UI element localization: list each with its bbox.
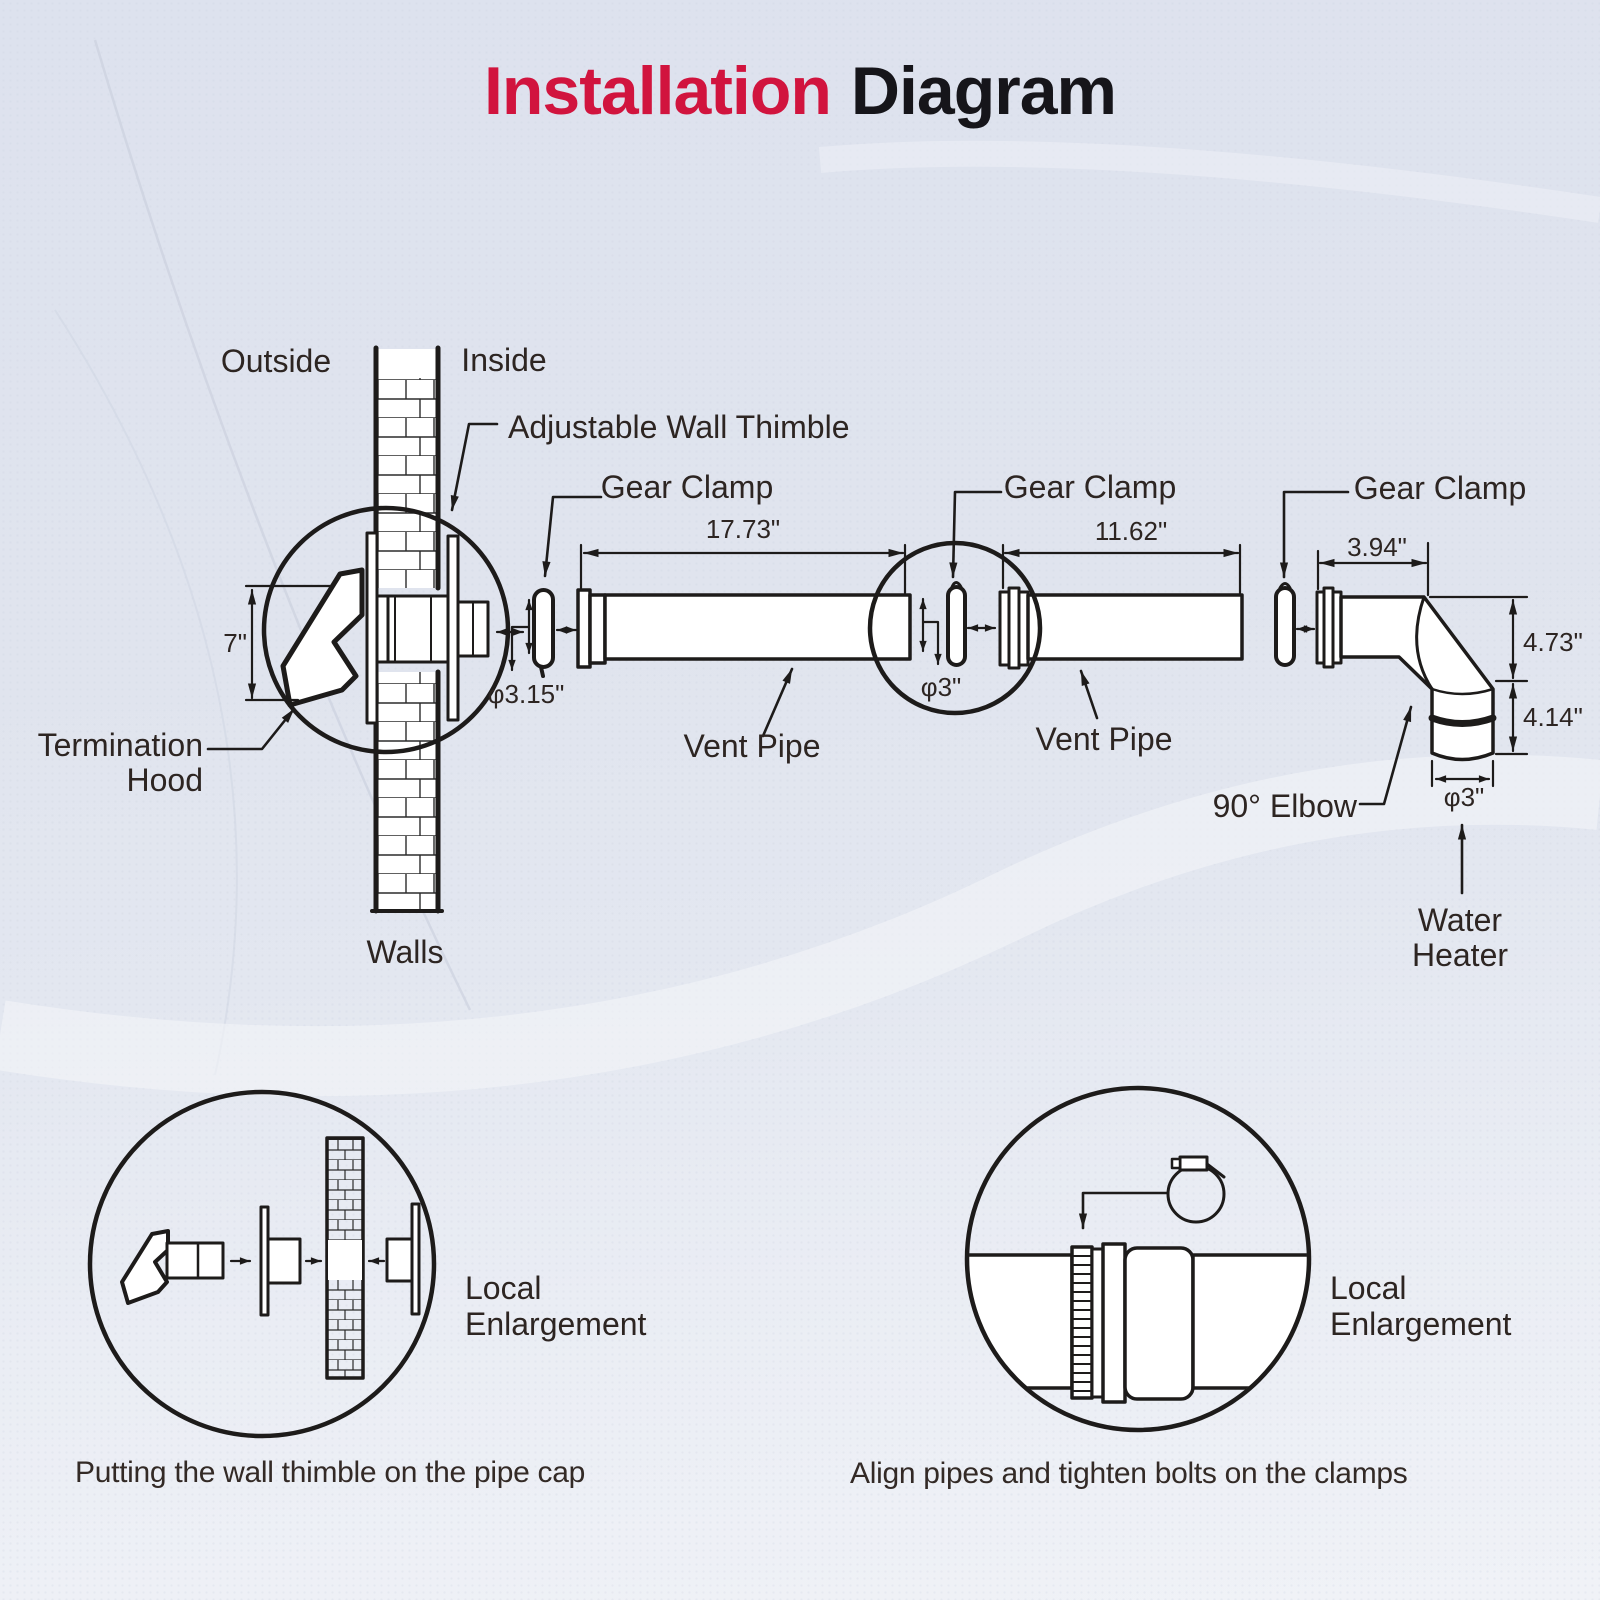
label-leader-lines [206,422,1467,895]
vent-pipe-label-2: Vent Pipe [1035,721,1173,757]
water-heater-label: Water Heater [1411,902,1509,973]
vent-pipe-1-drawing [576,588,912,669]
vent-pipe-label-1: Vent Pipe [683,728,821,764]
gear-clamp-icon [1166,1155,1226,1224]
walls-label: Walls [366,934,444,970]
caption-right: Align pipes and tighten bolts on the cla… [850,1457,1408,1490]
elbow-90-drawing [1315,586,1497,762]
elbow-outlet-diameter-dimension: φ3" [1443,782,1485,812]
detail-left-drawing [87,1089,437,1439]
caption-left: Putting the wall thimble on the pipe cap [75,1456,585,1489]
termination-hood-drawing [280,567,365,708]
adjustable-wall-thimble-label: Adjustable Wall Thimble [508,409,850,445]
local-enlargement-label-right: Local Enlargement [1330,1270,1512,1342]
pipe-diameter-dimension: φ3" [920,672,962,702]
wall-thimble-drawing [365,531,490,725]
hood-height-dimension: 7" [223,628,247,658]
gear-clamp-3-drawing [1274,582,1296,667]
elbow-lower-height-dimension: 4.14" [1523,702,1583,732]
title-word-diagram: Diagram [850,53,1117,129]
gear-clamp-label-2: Gear Clamp [1003,469,1177,505]
gear-clamp-2-drawing [946,581,967,667]
clamp-diameter-dimension: φ3.15" [487,679,565,709]
local-enlargement-label-left: Local Enlargement [465,1270,647,1342]
dimension-lines [244,541,1529,788]
termination-hood-label: Termination Hood [37,727,203,798]
elbow-width-dimension: 3.94" [1347,532,1407,562]
title-word-installation: Installation [483,53,832,129]
gear-clamp-1-drawing [532,588,555,678]
gear-clamp-label-1: Gear Clamp [600,469,774,505]
outside-label: Outside [220,343,332,379]
detail-right-drawing [964,1085,1312,1433]
pipe2-length-dimension: 11.62" [1094,516,1168,546]
vent-pipe-2-drawing [998,586,1244,670]
wall-drawing [370,345,444,914]
elbow-upper-height-dimension: 4.73" [1523,627,1583,657]
gear-clamp-label-3: Gear Clamp [1353,470,1527,506]
pipe1-length-dimension: 17.73" [705,514,781,544]
inside-label: Inside [461,342,547,378]
elbow-90-label: 90° Elbow [1212,788,1357,824]
